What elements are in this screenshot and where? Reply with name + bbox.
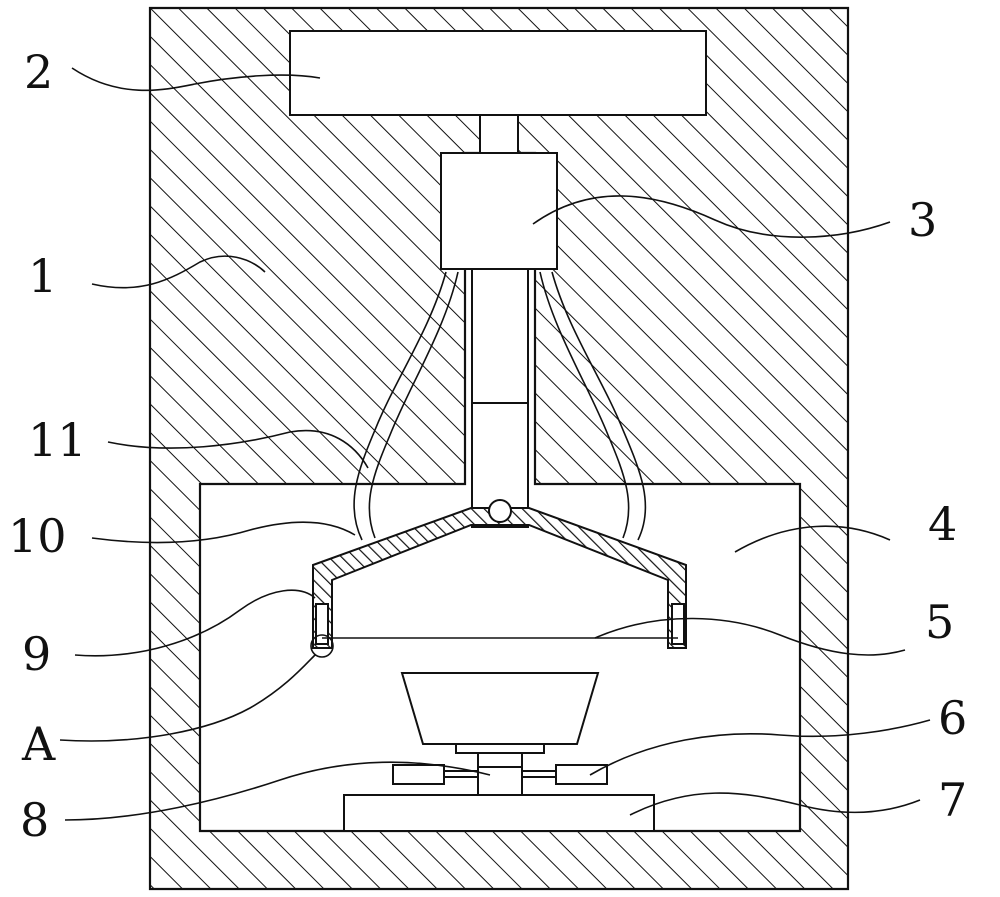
leader-10 bbox=[91, 521, 356, 544]
right-jaw-slot bbox=[671, 603, 685, 645]
center-stem bbox=[477, 752, 523, 768]
leader-5 bbox=[594, 617, 906, 656]
leader-6 bbox=[589, 719, 931, 776]
gripper-arms bbox=[312, 507, 687, 649]
left-sensor bbox=[392, 764, 445, 785]
leader-3 bbox=[532, 195, 891, 238]
label-11: 11 bbox=[28, 413, 87, 467]
left-jaw-slot bbox=[315, 603, 329, 645]
leader-7 bbox=[629, 792, 921, 816]
left-hose-outer bbox=[353, 271, 447, 541]
left-hose-inner bbox=[368, 271, 459, 539]
label-7: 7 bbox=[938, 773, 967, 827]
label-10: 10 bbox=[8, 509, 67, 563]
label-5: 5 bbox=[925, 595, 954, 649]
detail-a-circle bbox=[310, 634, 334, 658]
label-1: 1 bbox=[28, 249, 57, 303]
label-3: 3 bbox=[908, 193, 937, 247]
label-a: A bbox=[21, 717, 56, 771]
label-9: 9 bbox=[22, 627, 51, 681]
leader-4 bbox=[734, 525, 891, 553]
upper-shaft bbox=[479, 114, 519, 156]
label-2: 2 bbox=[24, 45, 53, 99]
leader-a bbox=[59, 654, 316, 742]
leader-9 bbox=[74, 589, 316, 657]
right-sensor bbox=[555, 764, 608, 785]
right-hose-inner bbox=[539, 271, 630, 539]
right-rod bbox=[521, 770, 557, 778]
label-4: 4 bbox=[928, 497, 957, 551]
left-rod bbox=[443, 770, 479, 778]
pivot-pin bbox=[488, 499, 512, 523]
bowl bbox=[400, 672, 600, 745]
center-post bbox=[477, 766, 523, 796]
leader-11 bbox=[107, 429, 369, 469]
drive-block bbox=[440, 152, 558, 270]
vertical-rod bbox=[471, 268, 529, 404]
leader-8 bbox=[64, 761, 491, 821]
base-plate bbox=[343, 794, 655, 832]
right-hose-outer bbox=[551, 271, 647, 541]
label-8: 8 bbox=[20, 793, 49, 847]
label-6: 6 bbox=[938, 691, 967, 745]
leader-2 bbox=[71, 67, 321, 92]
leader-1 bbox=[91, 255, 266, 289]
bowl-base bbox=[455, 743, 545, 754]
top-mount-plate bbox=[289, 30, 707, 116]
